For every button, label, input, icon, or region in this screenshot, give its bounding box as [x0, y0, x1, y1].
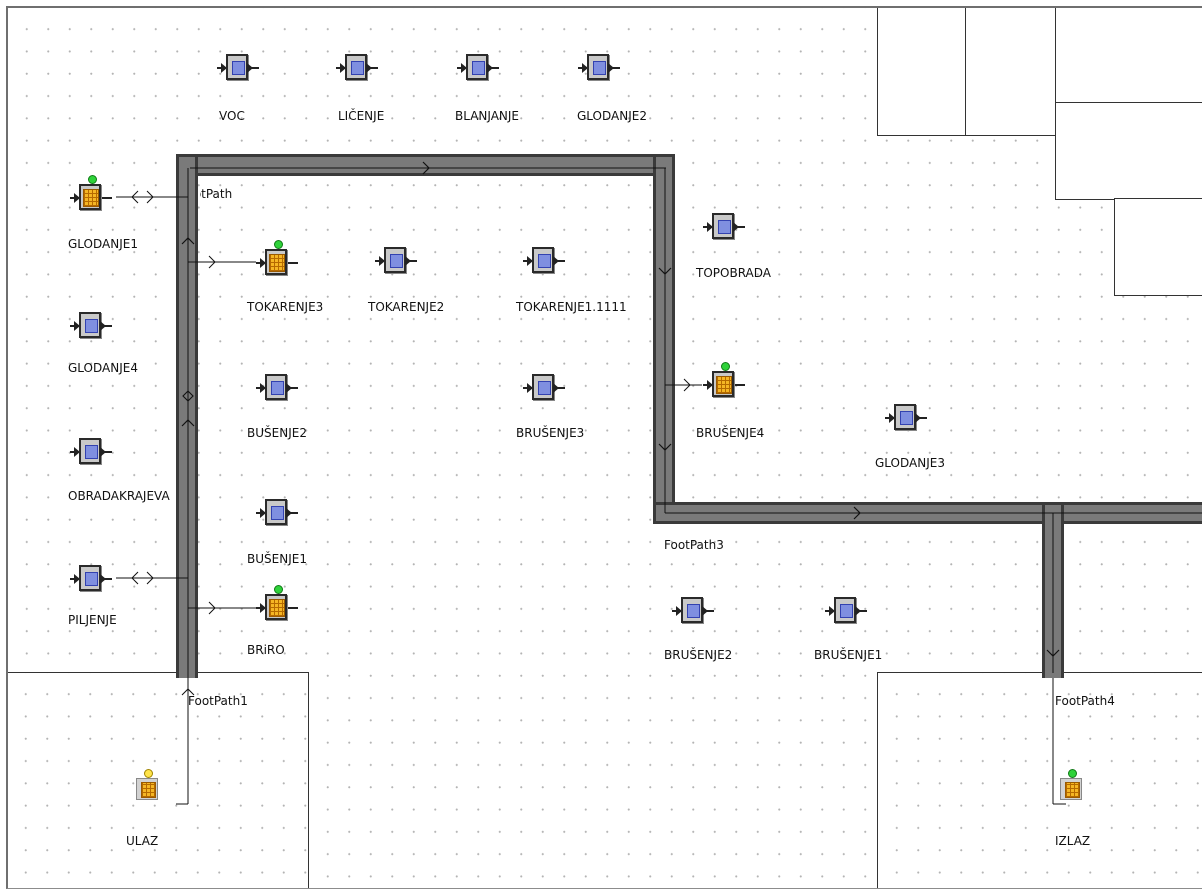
status-indicator-icon	[274, 585, 283, 594]
busenje1-label: BUŠENJE1	[247, 552, 307, 566]
diagram-canvas[interactable]: FootPath FootPath1 FootPath3 FootPath4 V…	[6, 6, 1202, 889]
resource-block-icon	[269, 254, 285, 272]
service-block-icon	[85, 319, 98, 333]
brusenje4-block[interactable]	[703, 362, 745, 405]
service-block-icon	[472, 61, 485, 75]
footpath4-label: FootPath4	[1055, 694, 1115, 708]
service-block-icon	[538, 381, 551, 395]
glodanje1-block[interactable]	[70, 175, 112, 218]
room-top-right-a[interactable]	[877, 8, 967, 136]
service-block-icon	[840, 604, 853, 618]
tokarenje3-block[interactable]	[256, 240, 298, 283]
ulaz-block[interactable]	[136, 769, 160, 802]
ulaz-label: ULAZ	[126, 834, 159, 848]
room-bottom-right[interactable]	[877, 672, 1202, 888]
izlaz-block[interactable]	[1060, 769, 1084, 802]
status-indicator-icon	[274, 240, 283, 249]
licenje-label: LIČENJE	[338, 109, 385, 123]
briro-label: BRiRO	[247, 643, 285, 657]
service-block-icon	[718, 220, 731, 234]
resource-block-icon	[269, 599, 285, 617]
service-block-icon	[538, 254, 551, 268]
glodanje2-label: GLODANJE2	[577, 109, 647, 123]
tokarenje1-label: TOKARENJE1.1111	[516, 300, 627, 314]
topobrada-label: TOPOBRADA	[696, 266, 771, 280]
blanjanje-block[interactable]	[457, 48, 499, 88]
footpath1-label: FootPath1	[188, 694, 248, 708]
blanjanje-label: BLANJANJE	[455, 109, 520, 123]
service-block-icon	[232, 61, 245, 75]
status-indicator-icon	[1068, 769, 1077, 778]
tokarenje2-label: TOKARENJE2	[368, 300, 445, 314]
footpath3-label: FootPath3	[664, 538, 724, 552]
service-block-icon	[271, 381, 284, 395]
glodanje4-label: GLODANJE4	[68, 361, 138, 375]
service-block-icon	[271, 506, 284, 520]
service-block-icon	[900, 411, 913, 425]
resource-block-icon	[83, 189, 99, 207]
glodanje3-label: GLODANJE3	[875, 456, 945, 470]
service-block-icon	[85, 572, 98, 586]
footpath-label: FootPath	[180, 187, 233, 201]
tokarenje3-label: TOKARENJE3	[247, 300, 324, 314]
tokarenje2-block[interactable]	[375, 241, 417, 281]
sink-block-icon	[1065, 782, 1080, 798]
status-indicator-icon	[721, 362, 730, 371]
room-right-e[interactable]	[1114, 198, 1202, 296]
obradakrajeva-label: OBRADAKRAJEVA	[68, 489, 170, 503]
piljenje-block[interactable]	[70, 559, 112, 599]
brusenje3-block[interactable]	[523, 368, 565, 408]
service-block-icon	[390, 254, 403, 268]
source-block-icon	[141, 782, 156, 798]
resource-block-icon	[716, 376, 732, 394]
brusenje1-block[interactable]	[825, 591, 867, 631]
izlaz-label: IZLAZ	[1055, 834, 1091, 848]
obradakrajeva-block[interactable]	[70, 432, 112, 472]
room-top-right-b[interactable]	[965, 8, 1057, 136]
status-indicator-icon	[144, 769, 153, 778]
busenje1-block[interactable]	[256, 493, 298, 533]
briro-block[interactable]	[256, 585, 298, 628]
service-block-icon	[351, 61, 364, 75]
piljenje-label: PILJENJE	[68, 613, 117, 627]
brusenje1-label: BRUŠENJE1	[814, 648, 883, 662]
service-block-icon	[85, 445, 98, 459]
tokarenje1-block[interactable]	[523, 241, 565, 281]
room-bottom-left[interactable]	[8, 672, 309, 888]
brusenje2-label: BRUŠENJE2	[664, 648, 733, 662]
licenje-block[interactable]	[336, 48, 378, 88]
footpath-main[interactable]	[176, 154, 1202, 678]
service-block-icon	[687, 604, 700, 618]
service-block-icon	[593, 61, 606, 75]
footpath-layer	[116, 154, 1202, 805]
glodanje3-block[interactable]	[885, 398, 927, 438]
topobrada-block[interactable]	[703, 207, 745, 247]
brusenje2-block[interactable]	[672, 591, 714, 631]
status-indicator-icon	[88, 175, 97, 184]
connector-lines	[116, 190, 1066, 805]
glodanje1-label: GLODANJE1	[68, 237, 138, 251]
busenje2-block[interactable]	[256, 368, 298, 408]
glodanje4-block[interactable]	[70, 306, 112, 346]
glodanje2-block[interactable]	[578, 48, 620, 88]
brusenje4-label: BRUŠENJE4	[696, 426, 765, 440]
room-top-right-d[interactable]	[1055, 102, 1202, 200]
voc-label: VOC	[219, 109, 245, 123]
brusenje3-label: BRUŠENJE3	[516, 426, 585, 440]
busenje2-label: BUŠENJE2	[247, 426, 307, 440]
voc-block[interactable]	[217, 48, 259, 88]
